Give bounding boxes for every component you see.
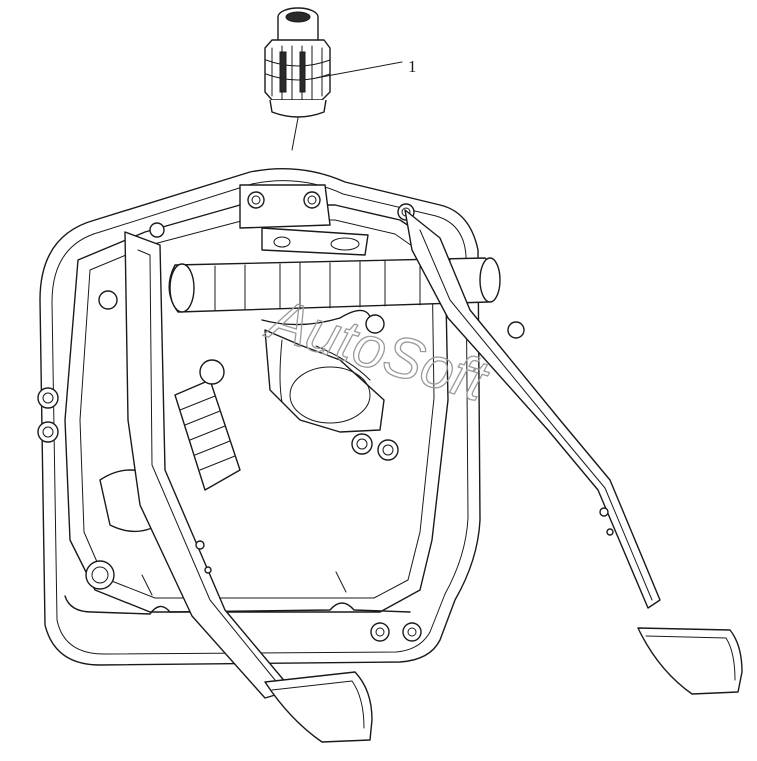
callout-number: 1: [408, 57, 417, 76]
pedal-bracket-assembly-icon: [37, 168, 743, 743]
pedal-switch-icon: [264, 7, 331, 151]
callout-1: 1: [315, 57, 417, 79]
